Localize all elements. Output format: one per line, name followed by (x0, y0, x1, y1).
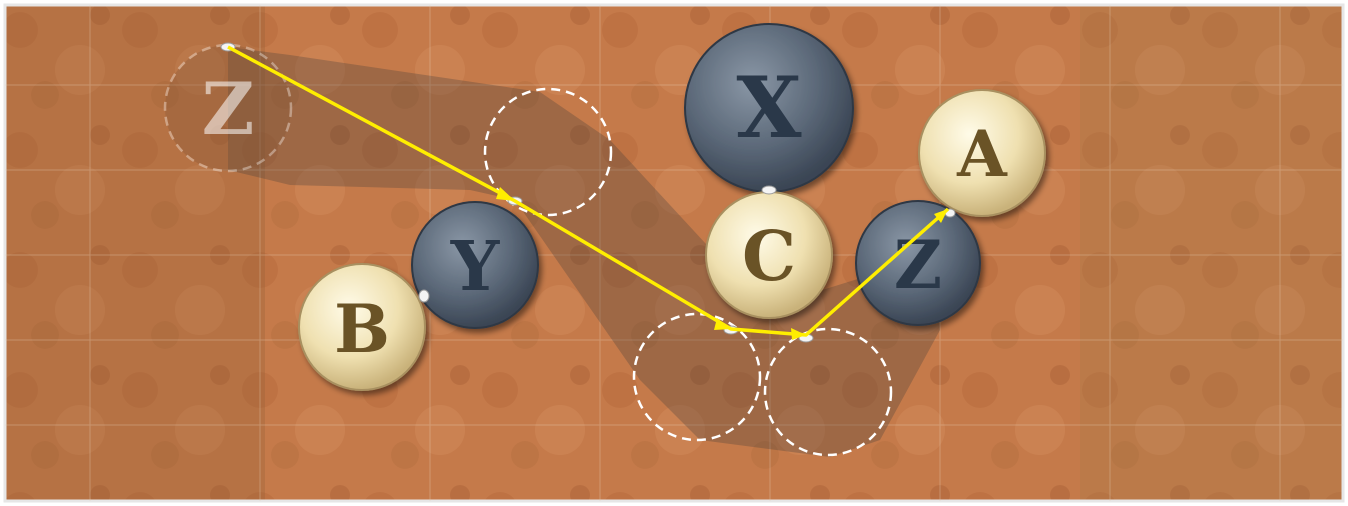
stone-y[interactable]: Y (411, 201, 539, 329)
ghost-stone-start: Z (163, 43, 293, 173)
stone-x-letter: X (736, 58, 802, 157)
stone-z-letter: Z (894, 226, 942, 304)
ghost-position-4 (763, 327, 893, 457)
terrain-background (5, 5, 1343, 501)
stone-y-letter: Y (450, 227, 501, 307)
ghost-position-2 (483, 87, 613, 217)
grid (5, 5, 1343, 501)
board-frame (3, 3, 1345, 503)
stone-c[interactable]: C (705, 191, 833, 319)
stone-a[interactable]: A (918, 89, 1046, 217)
path-arrowheads (496, 187, 948, 340)
ghost-stone-letter: Z (202, 66, 255, 151)
stone-a-letter: A (956, 117, 1008, 192)
terrain-shade-right (1080, 5, 1343, 501)
stone-z[interactable]: Z (855, 200, 981, 326)
stone-c-letter: C (742, 217, 796, 297)
ghost-position-3 (632, 312, 762, 442)
stone-b[interactable]: B (298, 263, 426, 391)
stone-x[interactable]: X (684, 23, 854, 193)
movement-trail (228, 47, 940, 457)
stone-b-letter: B (334, 290, 390, 368)
terrain-shade-left (5, 5, 265, 501)
